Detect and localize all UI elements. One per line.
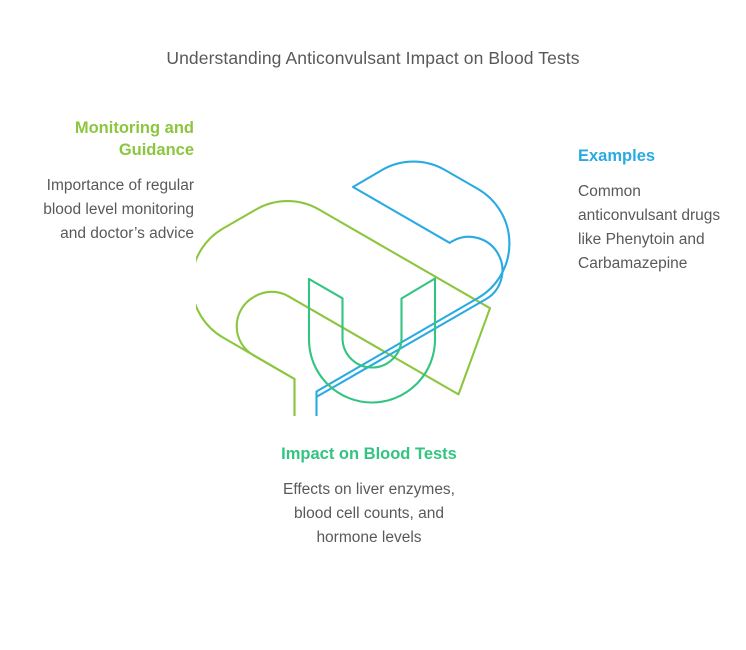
tribar-diagram xyxy=(196,96,532,416)
node-impact-heading: Impact on Blood Tests xyxy=(281,445,457,463)
node-examples-heading: Examples xyxy=(578,147,656,165)
node-monitoring-heading: Monitoring and Guidance xyxy=(74,119,194,159)
arm-green-icon xyxy=(196,201,490,416)
arm-blue-icon xyxy=(317,162,510,416)
node-examples-body: Common anticonvulsant drugs like Phenyto… xyxy=(578,182,721,272)
arm-teal-icon xyxy=(309,279,435,403)
node-monitoring-body: Importance of regular blood level monito… xyxy=(43,176,194,242)
node-impact-body: Effects on liver enzymes, blood cell cou… xyxy=(282,480,455,546)
node-examples: Examples Common anticonvulsant drugs lik… xyxy=(578,146,738,276)
node-impact: Impact on Blood Tests Effects on liver e… xyxy=(264,444,474,550)
page-title: Understanding Anticonvulsant Impact on B… xyxy=(166,48,580,68)
node-monitoring: Monitoring and Guidance Importance of re… xyxy=(18,118,194,246)
